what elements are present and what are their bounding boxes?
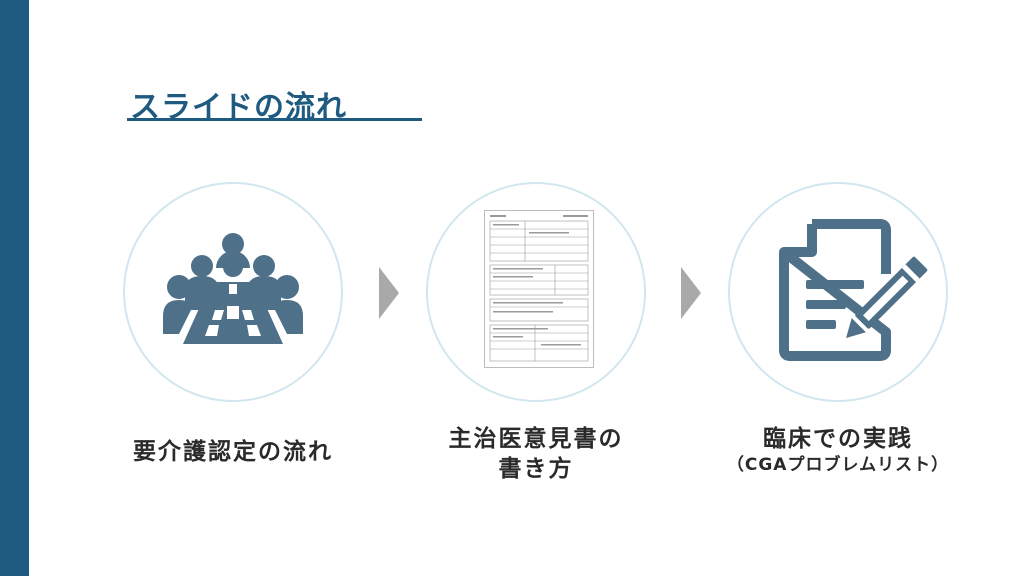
step-1-label: 要介護認定の流れ	[133, 439, 333, 465]
step-2-label-line2: 書き方	[498, 456, 574, 482]
form-lines	[489, 215, 589, 362]
step-2-label-line1: 主治医意見書の	[448, 426, 624, 452]
step-3-circle	[728, 182, 948, 402]
title-underline	[127, 118, 422, 121]
step-3-sublabel: （CGAプロブレムリスト）	[726, 455, 950, 475]
chevron-right-icon	[379, 267, 399, 319]
left-accent-bar	[0, 0, 29, 576]
step-1-circle	[123, 182, 343, 402]
step-2-label: 主治医意見書の 書き方	[386, 424, 686, 484]
meeting-table-icon	[163, 233, 303, 344]
step-3-label: 臨床での実践 （CGAプロブレムリスト）	[688, 424, 988, 476]
chevron-right-icon	[681, 267, 701, 319]
step-3-label-main: 臨床での実践	[763, 426, 913, 452]
document-edit-pencil-icon	[779, 219, 928, 361]
medical-form-document-icon	[484, 210, 594, 368]
step-2-circle	[426, 182, 646, 402]
